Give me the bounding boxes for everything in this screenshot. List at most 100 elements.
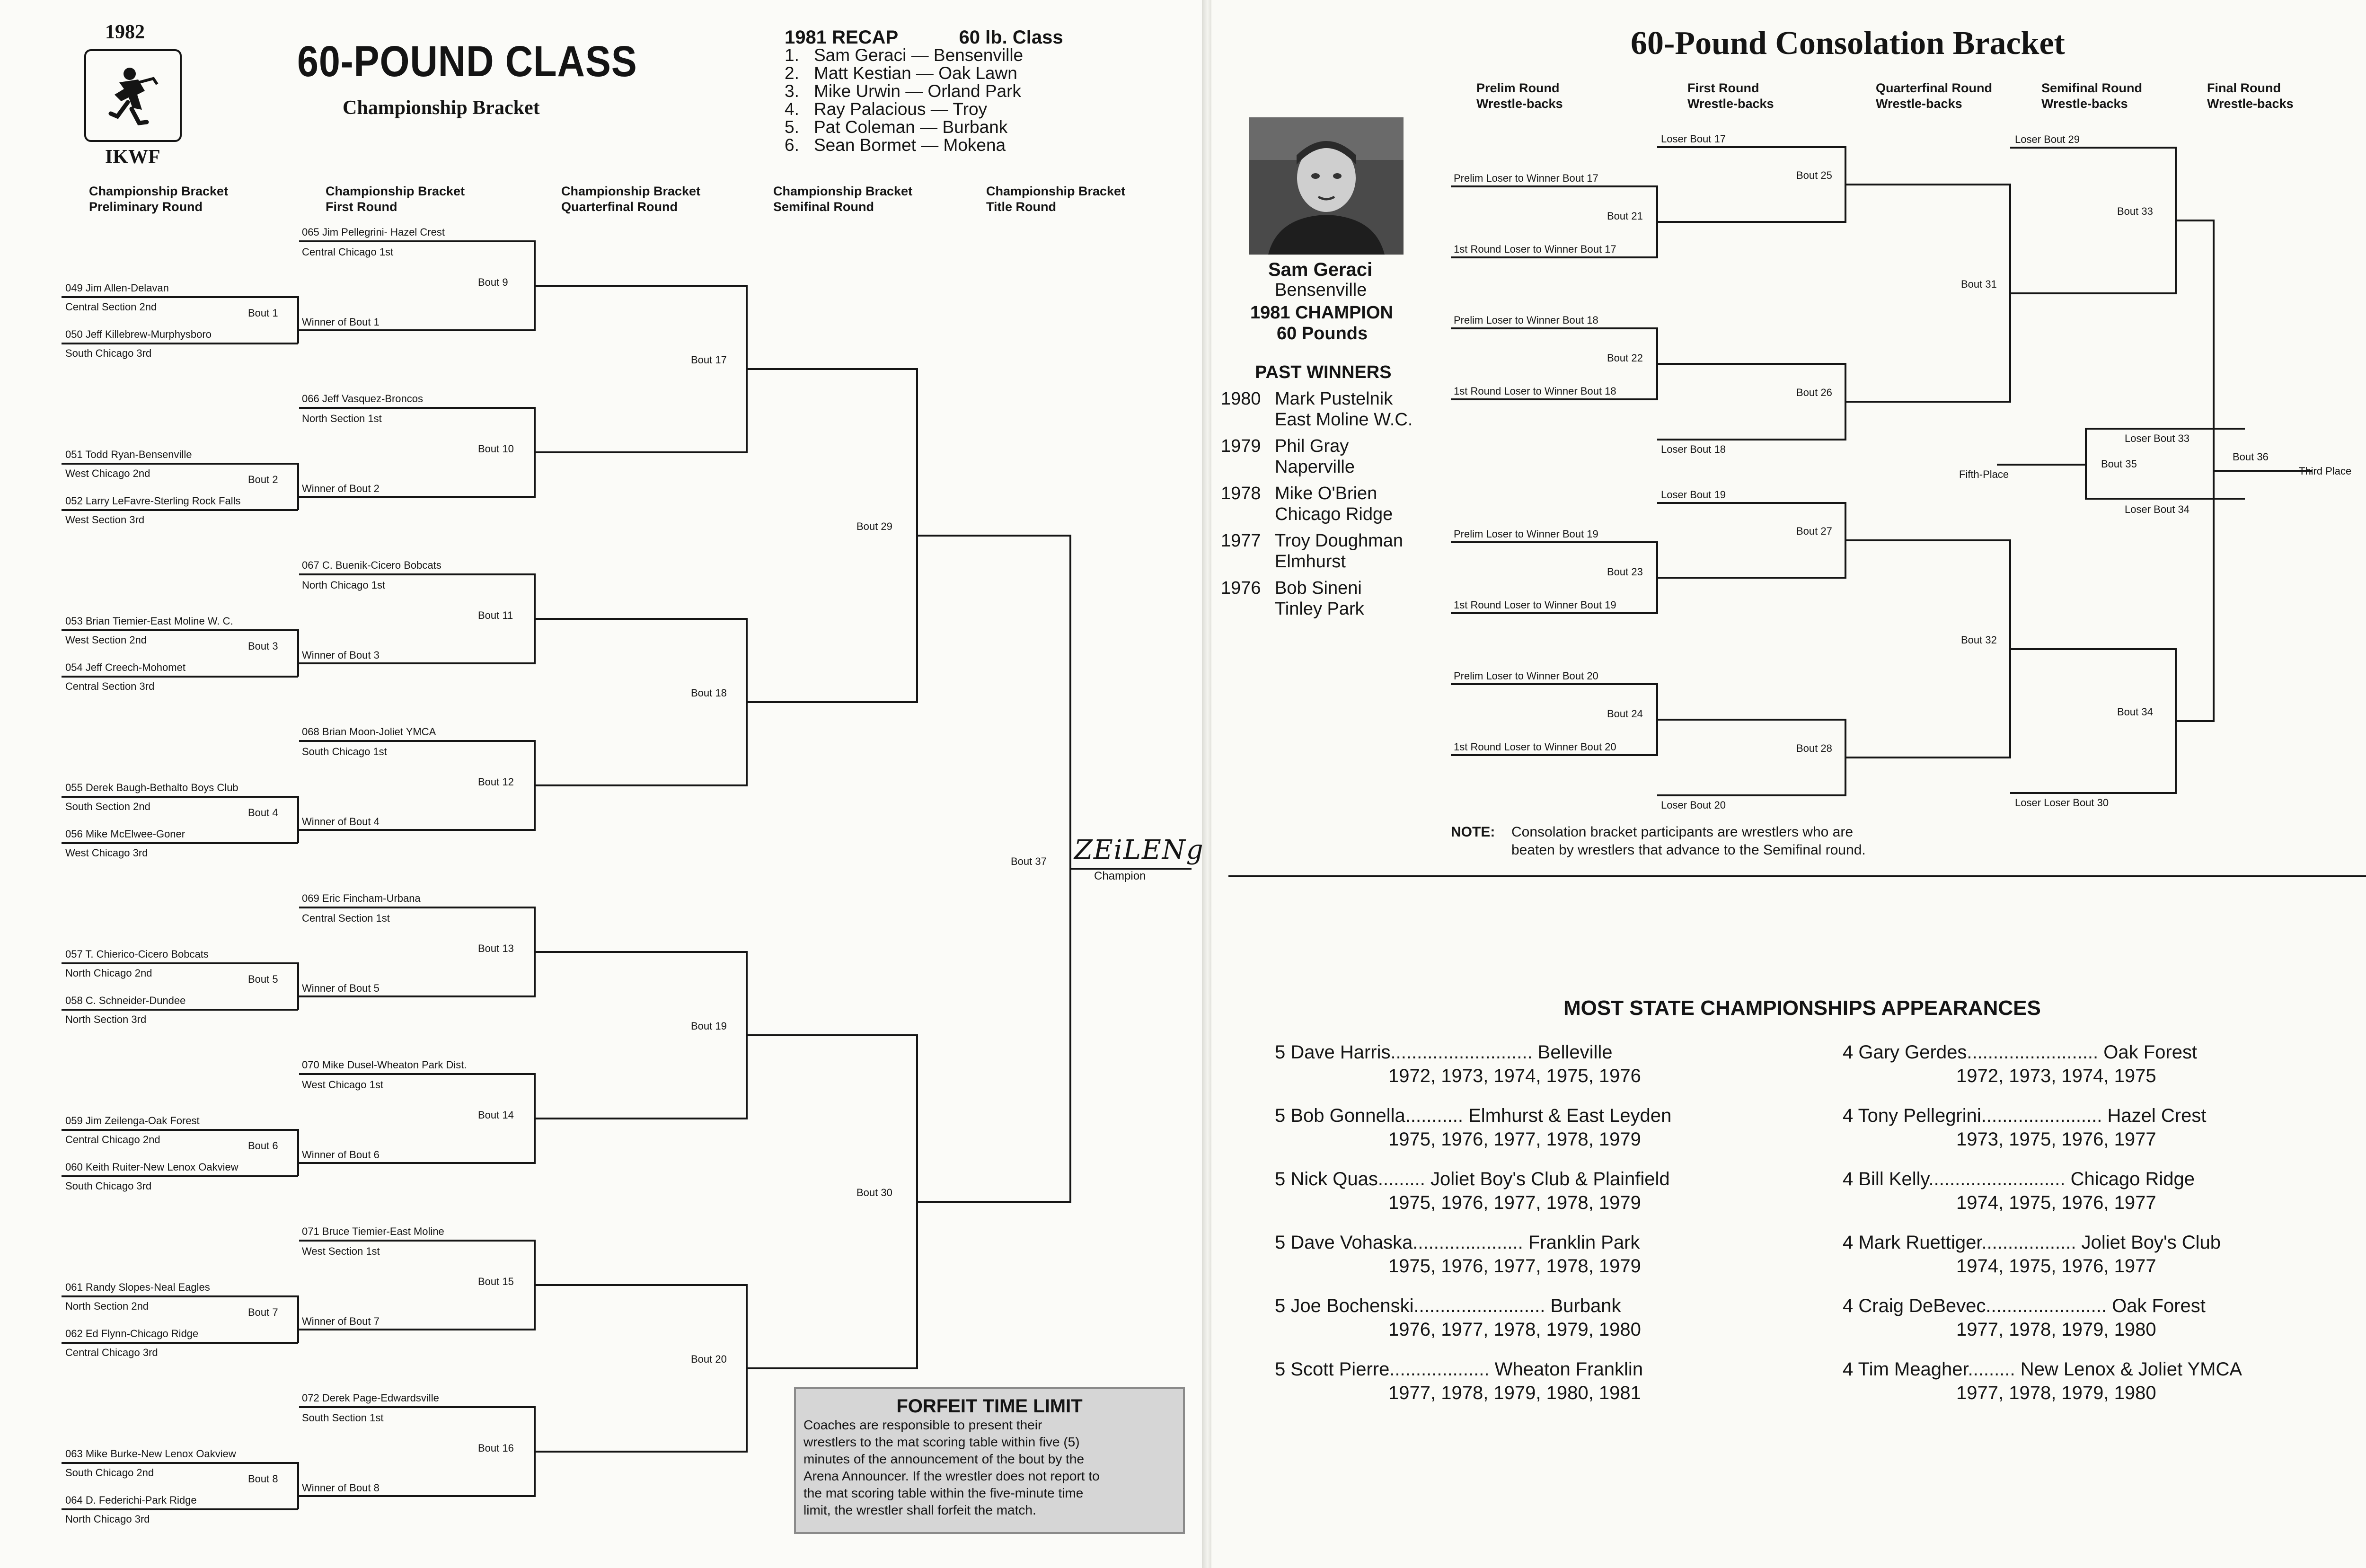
first-round-bout-label: Bout 10 bbox=[478, 443, 514, 455]
champion-signature: ZEiLENgA bbox=[1074, 835, 1225, 865]
first-round-winner-slot: Winner of Bout 2 bbox=[302, 483, 380, 494]
prelim-wrestler-name: 063 Mike Burke-New Lenox Oakview bbox=[65, 1448, 236, 1460]
stats-title: MOST STATE CHAMPIONSHIPS APPEARANCES bbox=[1563, 996, 2041, 1020]
cons-prelim-line-bottom bbox=[1451, 398, 1658, 400]
stat-name-line: 4 Tim Meagher......... New Lenox & Jolie… bbox=[1843, 1359, 2242, 1380]
first-round-bout-label: Bout 12 bbox=[478, 776, 514, 788]
prelim-wrestler-name: 062 Ed Flynn-Chicago Ridge bbox=[65, 1328, 199, 1339]
prelim-bout-label: Bout 7 bbox=[248, 1306, 278, 1318]
stat-years-line: 1975, 1976, 1977, 1978, 1979 bbox=[1388, 1129, 1641, 1150]
cons-quarter-line-bottom bbox=[1845, 401, 2011, 403]
note-block: NOTE: Consolation bracket participants a… bbox=[1451, 823, 1866, 858]
prelim-wrestler-name: 060 Keith Ruiter-New Lenox Oakview bbox=[65, 1161, 238, 1173]
stat-years-line: 1977, 1978, 1979, 1980 bbox=[1956, 1383, 2156, 1403]
stat-years-line: 1972, 1973, 1974, 1975, 1976 bbox=[1388, 1066, 1641, 1086]
fifth-line-top bbox=[2085, 428, 2245, 430]
quarter-line-top bbox=[535, 618, 748, 620]
cons-final-bout-label: Bout 36 bbox=[2233, 450, 2269, 463]
past-winner-club: Tinley Park bbox=[1275, 599, 1364, 619]
prelim-slot-line-top bbox=[62, 296, 298, 298]
first-round-bout-label: Bout 11 bbox=[478, 609, 513, 621]
recap-place-text: Ray Palacious — Troy bbox=[814, 99, 988, 119]
cons-first-line-top bbox=[1657, 146, 1846, 148]
recap-place-text: Sean Bormet — Mokena bbox=[814, 135, 1006, 155]
prelim-wrestler-team: North Chicago 2nd bbox=[65, 967, 152, 979]
cons-first-line-top bbox=[1657, 363, 1846, 365]
stat-name-line: 4 Tony Pellegrini.......................… bbox=[1843, 1105, 2207, 1126]
prelim-wrestler-team: South Chicago 3rd bbox=[65, 1180, 152, 1192]
note-text-line: beaten by wrestlers that advance to the … bbox=[1511, 842, 1866, 858]
quarter-line-bottom bbox=[535, 451, 748, 453]
cons-first-line-top bbox=[1657, 719, 1846, 721]
cons-first-bout-label: Bout 28 bbox=[1796, 742, 1832, 754]
past-winner-club: Naperville bbox=[1275, 457, 1355, 477]
past-winner-name: Mike O'Brien bbox=[1275, 484, 1377, 503]
cons-first-slot-label: Loser Bout 19 bbox=[1661, 489, 1726, 501]
prelim-wrestler-team: North Section 3rd bbox=[65, 1013, 147, 1025]
forfeit-text-line: limit, the wrestler shall forfeit the ma… bbox=[803, 1503, 1036, 1517]
first-round-winner-slot: Winner of Bout 4 bbox=[302, 816, 380, 828]
prelim-wrestler-team: Central Chicago 3rd bbox=[65, 1347, 158, 1358]
page-title: 60-POUND CLASS bbox=[297, 37, 637, 86]
prelim-wrestler-team: South Chicago 2nd bbox=[65, 1467, 154, 1479]
ikwf-wrestler-logo-icon bbox=[108, 68, 159, 125]
recap-place-number: 2. bbox=[785, 63, 799, 83]
prelim-bout-label: Bout 2 bbox=[248, 474, 278, 485]
past-winner-club: Elmhurst bbox=[1275, 552, 1346, 572]
quarter-line-top bbox=[535, 285, 748, 287]
cons-first-bout-label: Bout 26 bbox=[1796, 387, 1832, 398]
prelim-bout-label: Bout 6 bbox=[248, 1140, 278, 1152]
cons-first-slot-label: Loser Bout 18 bbox=[1661, 443, 1726, 455]
quarter-line-top bbox=[535, 1284, 748, 1286]
stat-years-line: 1975, 1976, 1977, 1978, 1979 bbox=[1388, 1192, 1641, 1213]
quarter-bout-label: Bout 17 bbox=[691, 354, 727, 366]
note-text: Consolation bracket participants are wre… bbox=[1511, 823, 1866, 859]
first-round-line-top bbox=[299, 740, 536, 742]
quarter-bout-label: Bout 19 bbox=[691, 1020, 727, 1032]
stat-name-line: 5 Bob Gonnella........... Elmhurst & Eas… bbox=[1275, 1105, 1672, 1126]
semi-line-top bbox=[747, 368, 918, 370]
cons-first-line-bottom bbox=[1657, 577, 1846, 579]
prelim-slot-line-bottom bbox=[62, 343, 298, 344]
prelim-wrestler-team: South Chicago 3rd bbox=[65, 347, 152, 359]
first-round-wrestler-team: North Section 1st bbox=[302, 413, 382, 424]
prelim-slot-line-top bbox=[62, 463, 298, 465]
page-subtitle: Championship Bracket bbox=[343, 97, 540, 119]
column-header-line1: Quarterfinal Round bbox=[1876, 81, 1993, 95]
first-round-wrestler-name: 069 Eric Fincham-Urbana bbox=[302, 892, 421, 904]
first-round-wrestler-name: 068 Brian Moon-Joliet YMCA bbox=[302, 726, 436, 738]
column-header-line2: Quarterfinal Round bbox=[561, 200, 678, 214]
consolation-title: 60-Pound Consolation Bracket bbox=[1631, 25, 2065, 62]
stat-name-line: 4 Bill Kelly.......................... C… bbox=[1843, 1169, 2195, 1189]
cons-quarter-line-top bbox=[1845, 184, 2011, 185]
prelim-wrestler-name: 052 Larry LeFavre-Sterling Rock Falls bbox=[65, 495, 241, 507]
prelim-slot-line-bottom bbox=[62, 1508, 298, 1510]
prelim-wrestler-name: 061 Randy Slopes-Neal Eagles bbox=[65, 1281, 210, 1293]
forfeit-text-line: Coaches are responsible to present their bbox=[803, 1418, 1042, 1432]
cons-first-line-top bbox=[1657, 502, 1846, 504]
past-winner-name: Mark Pustelnik bbox=[1275, 389, 1393, 409]
prelim-wrestler-team: Central Chicago 2nd bbox=[65, 1134, 160, 1145]
first-round-wrestler-name: 070 Mike Dusel-Wheaton Park Dist. bbox=[302, 1059, 467, 1071]
first-round-bout-label: Bout 13 bbox=[478, 943, 514, 954]
recap-title: 1981 RECAP 60 lb. Class bbox=[785, 28, 1063, 47]
cons-final-line-bottom bbox=[2176, 720, 2215, 722]
prelim-bout-label: Bout 5 bbox=[248, 973, 278, 985]
title-line-bottom bbox=[917, 1201, 1071, 1203]
prelim-bout-label: Bout 3 bbox=[248, 640, 278, 652]
recap-place: 3.Mike Urwin — Orland Park bbox=[785, 82, 1063, 100]
prelim-slot-line-top bbox=[62, 1462, 298, 1464]
column-header-line2: Preliminary Round bbox=[89, 200, 203, 214]
prelim-bout-label: Bout 1 bbox=[248, 307, 278, 319]
cons-prelim-bout-label: Bout 21 bbox=[1607, 210, 1643, 222]
left-page: 1982 IKWF 60-POUND CLASS Championship Br… bbox=[62, 21, 1224, 1534]
first-round-wrestler-team: South Chicago 1st bbox=[302, 746, 387, 758]
title-bout-label: Bout 37 bbox=[1011, 855, 1047, 867]
fifth-place-label: Fifth-Place bbox=[1959, 468, 2009, 480]
first-round-wrestler-team: North Chicago 1st bbox=[302, 579, 386, 591]
prelim-wrestler-name: 054 Jeff Creech-Mohomet bbox=[65, 661, 185, 673]
stat-years-line: 1977, 1978, 1979, 1980, 1981 bbox=[1388, 1383, 1641, 1403]
cons-semi-bout-label: Bout 34 bbox=[2117, 705, 2153, 718]
